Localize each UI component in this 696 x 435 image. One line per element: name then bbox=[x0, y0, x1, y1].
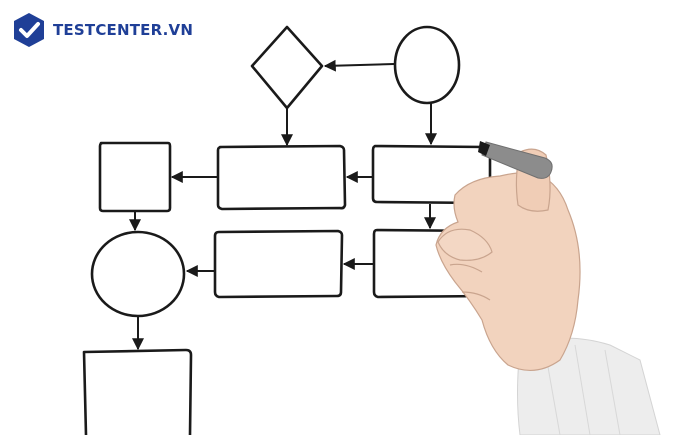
document-shape bbox=[82, 348, 193, 435]
arrow-circle-to-diamond bbox=[323, 59, 395, 72]
process-box-row2-middle bbox=[213, 229, 344, 299]
marker-pen bbox=[478, 141, 553, 179]
connector-circle bbox=[90, 230, 186, 318]
hand bbox=[435, 148, 581, 371]
shield-check-icon bbox=[14, 13, 44, 47]
start-circle bbox=[393, 25, 461, 105]
brand-name: TESTCENTER.VN bbox=[53, 21, 194, 39]
decision-diamond bbox=[250, 25, 324, 110]
process-box-middle bbox=[216, 144, 347, 211]
brand-logo: TESTCENTER.VN bbox=[12, 12, 193, 48]
process-box-small bbox=[98, 141, 172, 213]
